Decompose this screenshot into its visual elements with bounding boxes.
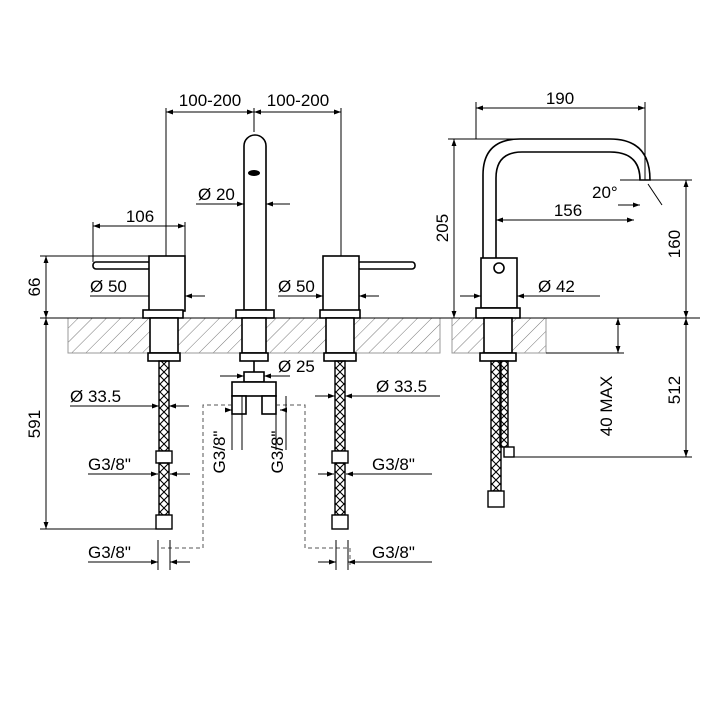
spread-left-label: 100-200 xyxy=(179,91,241,110)
right-braided-hose xyxy=(331,360,349,530)
bottom-diameter-label: Ø 25 xyxy=(278,357,315,376)
side-handle-pin xyxy=(493,262,505,274)
connector-left-vertical-label: G3/8" xyxy=(210,431,229,474)
side-body-diameter-label: Ø 42 xyxy=(538,277,575,296)
left-braided-hose xyxy=(155,360,173,530)
spout-aerator xyxy=(248,170,260,176)
dashed-supply-lines xyxy=(157,404,351,565)
center-spout xyxy=(235,134,275,372)
side-hose-length-label: 512 xyxy=(665,376,684,404)
max-deck-thickness-label: 40 MAX xyxy=(597,376,616,436)
right-hose-fitting-label: G3/8" xyxy=(372,455,415,474)
left-handle-diameter-label: Ø 50 xyxy=(90,277,127,296)
outlet-connector xyxy=(231,371,277,415)
left-shank-diameter-label: Ø 33.5 xyxy=(70,387,121,406)
left-bottom-fitting-label: G3/8" xyxy=(88,543,131,562)
dimension-lines xyxy=(40,102,692,570)
side-braided-hoses xyxy=(487,360,515,508)
right-shank-diameter-label: Ø 33.5 xyxy=(376,377,427,396)
connector-right-vertical-label: G3/8" xyxy=(268,431,287,474)
right-handle-valve xyxy=(319,255,416,362)
side-outlet-height-label: 160 xyxy=(665,230,684,258)
deck-height-label: 66 xyxy=(25,278,44,297)
spout-angle-label: 20° xyxy=(592,183,618,202)
right-handle-diameter-label: Ø 50 xyxy=(278,277,315,296)
side-view-body xyxy=(475,138,651,362)
left-hose-fitting-label: G3/8" xyxy=(88,455,131,474)
handle-length-label: 106 xyxy=(126,207,154,226)
total-below-label: 591 xyxy=(25,410,44,438)
spread-right-label: 100-200 xyxy=(267,91,329,110)
spout-diameter-label: Ø 20 xyxy=(198,185,235,204)
side-projection-label: 156 xyxy=(554,201,582,220)
right-bottom-fitting-label: G3/8" xyxy=(372,543,415,562)
side-reach-label: 190 xyxy=(546,89,574,108)
left-handle-valve xyxy=(92,255,186,362)
side-height-label: 205 xyxy=(433,214,452,242)
dimension-labels: 100-200 100-200 106 Ø 20 66 Ø 50 Ø 50 Ø … xyxy=(25,89,684,562)
